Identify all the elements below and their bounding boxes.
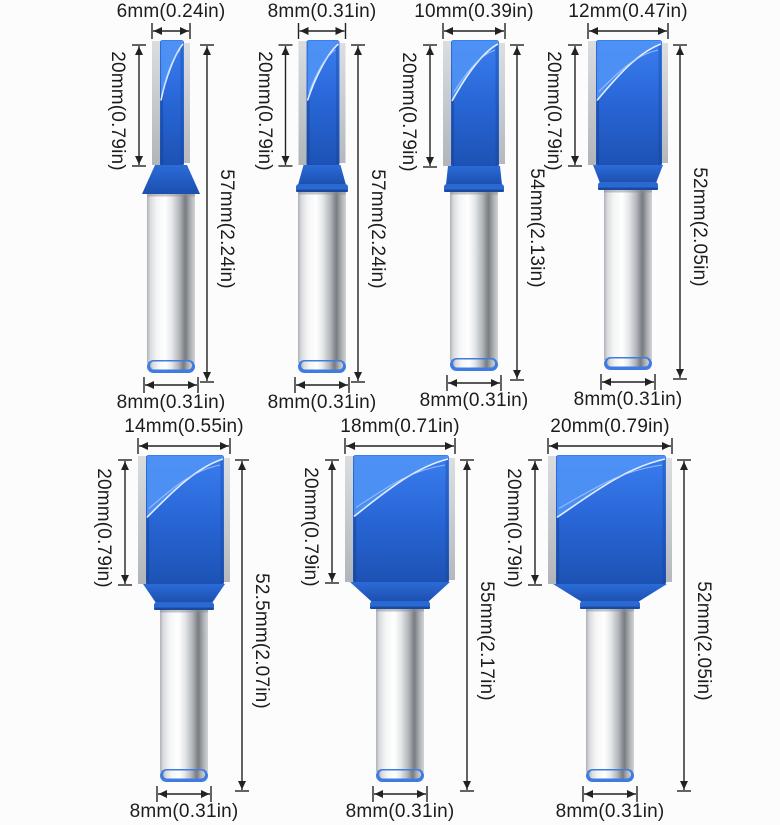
diameter-dimension-arrow — [151, 23, 191, 39]
shank-dimension-arrow — [600, 374, 656, 390]
total-length-dimension-arrow — [460, 459, 474, 792]
router-bit-graphic — [296, 40, 348, 373]
diameter-label: 8mm(0.31in) — [267, 1, 377, 22]
diameter-label: 20mm(0.79in) — [550, 416, 670, 437]
total-length-dimension-arrow — [677, 459, 691, 792]
diameter-dimension-arrow — [587, 23, 669, 39]
diameter-label: 14mm(0.55in) — [124, 416, 244, 437]
shank-dimension-arrow — [582, 786, 638, 802]
router-bit-graphic — [443, 40, 505, 371]
diameter-label: 12mm(0.47in) — [568, 1, 688, 22]
diameter-dimension-arrow — [547, 438, 673, 454]
shank-dimension-arrow — [446, 375, 502, 391]
total-length-dimension-arrow — [200, 44, 214, 383]
cut-length-dimension-arrow — [568, 44, 582, 167]
shank-dimension-arrow — [156, 786, 212, 802]
shank-dimension-arrow — [372, 786, 428, 802]
cut-length-dimension-arrow — [325, 459, 339, 584]
cut-length-dimension-arrow — [132, 44, 146, 167]
diameter-label: 6mm(0.24in) — [116, 1, 226, 22]
diameter-dimension-arrow — [442, 23, 506, 39]
total-length-dimension-arrow — [235, 459, 249, 792]
shank-diameter-label: 8mm(0.31in) — [129, 801, 239, 822]
shank-diameter-label: 8mm(0.31in) — [345, 801, 455, 822]
router-bit-graphic — [345, 455, 455, 782]
router-bit-graphic — [138, 455, 230, 782]
cut-length-dimension-arrow — [528, 459, 542, 586]
cut-length-dimension-arrow — [118, 459, 132, 586]
shank-diameter-label: 8mm(0.31in) — [267, 392, 377, 413]
cut-length-dimension-arrow — [278, 44, 293, 167]
diameter-dimension-arrow — [344, 438, 456, 454]
diameter-label: 18mm(0.71in) — [340, 416, 460, 437]
total-length-dimension-arrow — [510, 44, 524, 381]
total-length-dimension-arrow — [673, 44, 687, 380]
shank-diameter-label: 8mm(0.31in) — [116, 392, 226, 413]
diameter-label: 10mm(0.39in) — [414, 1, 534, 22]
shank-dimension-arrow — [294, 377, 350, 393]
shank-diameter-label: 8mm(0.31in) — [573, 389, 683, 410]
router-bit-graphic — [142, 40, 200, 373]
router-bit-graphic — [588, 40, 668, 370]
shank-dimension-arrow — [143, 377, 199, 393]
router-bit-graphic — [548, 455, 672, 782]
cut-length-dimension-arrow — [423, 44, 437, 168]
diameter-dimension-arrow — [297, 23, 347, 39]
shank-diameter-label: 8mm(0.31in) — [555, 801, 665, 822]
total-length-dimension-arrow — [351, 44, 365, 383]
diameter-dimension-arrow — [137, 438, 231, 454]
shank-diameter-label: 8mm(0.31in) — [419, 390, 529, 411]
